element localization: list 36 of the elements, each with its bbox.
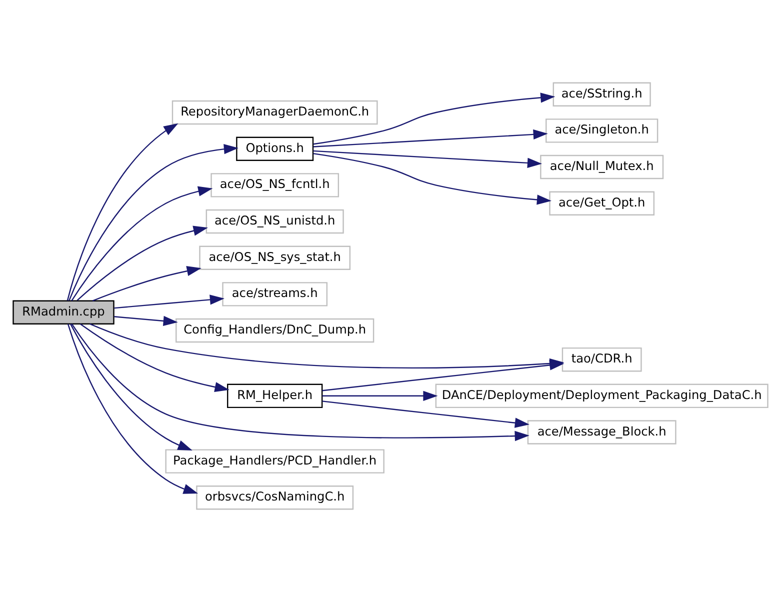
node-box: ace/Singleton.h [546, 118, 658, 143]
arrow [67, 324, 198, 494]
node-box: ace/Null_Mutex.h [540, 154, 664, 180]
node-box: ace/OS_NS_unistd.h [206, 209, 344, 234]
node-box: Options.h [236, 136, 314, 161]
node-box: DAnCE/Deployment/Deployment_Packaging_DataC.h [435, 384, 768, 408]
node-box: RepositoryManagerDaemonC.h [172, 100, 378, 125]
node-box: RMadmin.cpp [12, 300, 114, 324]
node-box: tao/CDR.h [562, 347, 642, 372]
arrow [70, 324, 192, 450]
node-box: ace/OS_NS_fcntl.h [210, 173, 340, 198]
arrow [322, 390, 438, 401]
node-box: ace/SString.h [552, 82, 651, 106]
arrow [66, 123, 178, 301]
node-box: Package_Handlers/PCD_Handler.h [165, 449, 384, 474]
arrow [313, 152, 552, 205]
node-box: ace/OS_NS_sys_stat.h [199, 246, 351, 270]
node-box: ace/Get_Opt.h [549, 191, 655, 216]
arrow [80, 323, 230, 392]
arrow [313, 129, 548, 148]
arrow [71, 186, 213, 302]
arrow [322, 360, 564, 392]
arrow [114, 316, 178, 326]
node-box: ace/streams.h [222, 282, 328, 306]
node-box: Config_Handlers/DnC_Dump.h [176, 318, 374, 343]
arrow [92, 266, 202, 302]
arrow [71, 324, 530, 442]
arrow [313, 92, 556, 145]
arrow [322, 400, 530, 428]
arrow [114, 294, 224, 309]
arrow [76, 226, 208, 301]
node-box: orbsvcs/CosNamingC.h [196, 486, 354, 510]
arrow [313, 150, 542, 168]
node-box: RM_Helper.h [227, 384, 323, 408]
node-box: ace/Message_Block.h [527, 420, 676, 444]
arrow [68, 144, 238, 301]
